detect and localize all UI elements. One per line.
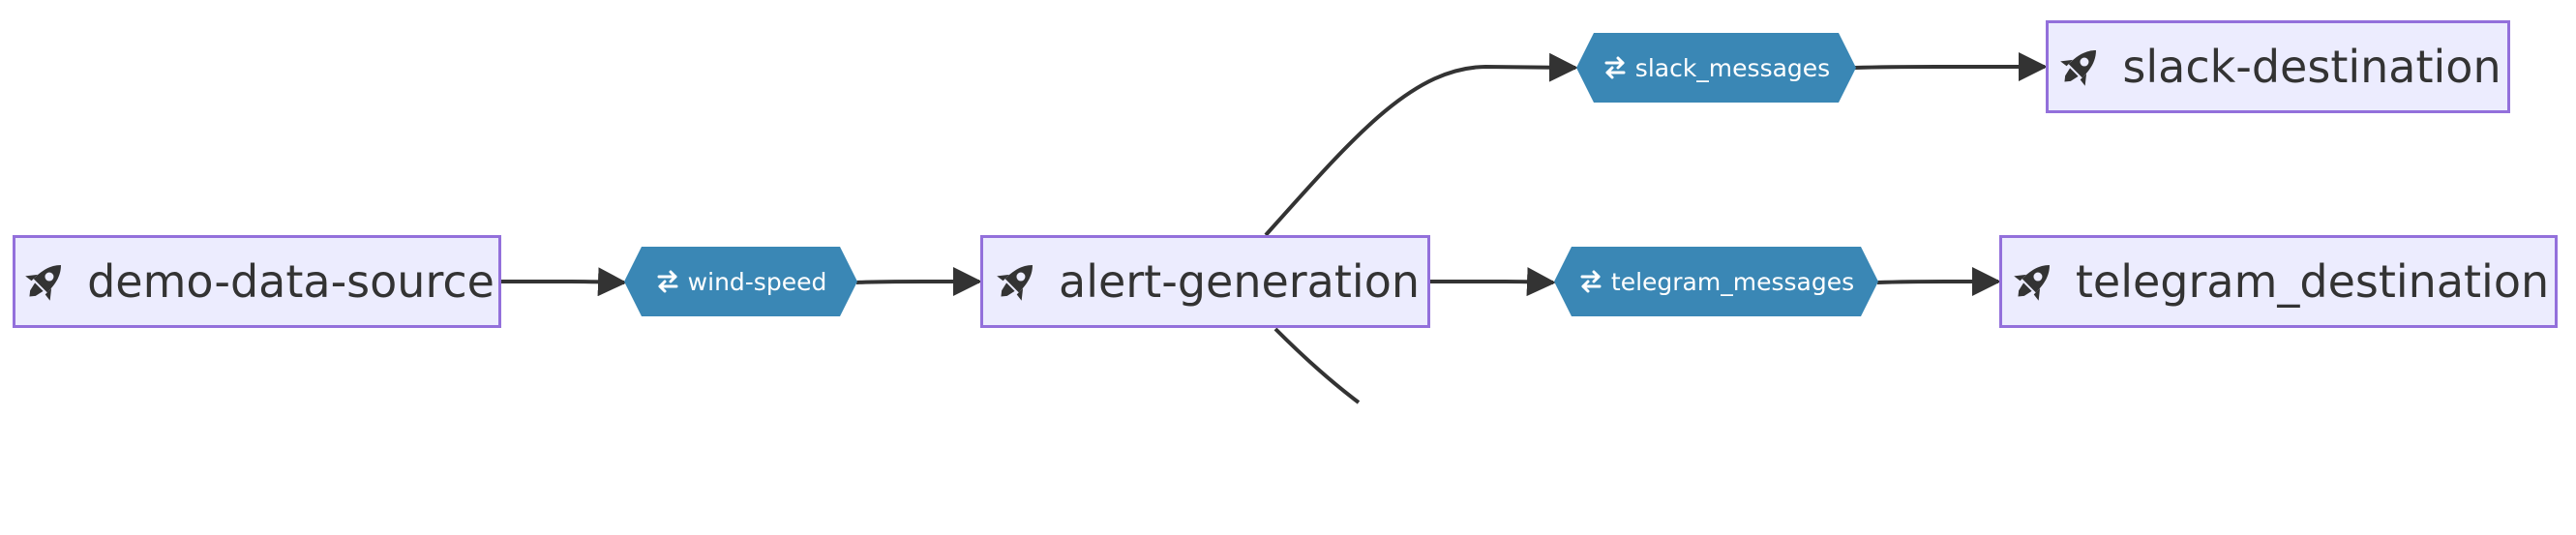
- topic-telegram-messages[interactable]: telegram_messages: [1554, 247, 1878, 316]
- rocket-icon: [25, 265, 62, 301]
- exchange-icon: [657, 270, 678, 293]
- topic-label: slack_messages: [1634, 53, 1831, 82]
- rocket-icon: [2060, 50, 2097, 86]
- topic-label: telegram_messages: [1610, 267, 1855, 296]
- topic-label: wind-speed: [687, 267, 827, 296]
- node-demo-data-source[interactable]: demo-data-source: [13, 235, 501, 328]
- rocket-icon: [2014, 265, 2050, 301]
- topic-slack-messages[interactable]: slack_messages: [1576, 33, 1856, 103]
- node-label: demo-data-source: [87, 255, 494, 308]
- edge-alert-generation-to-slack-messages: [1264, 52, 1578, 237]
- rocket-icon: [997, 265, 1033, 301]
- hexagon-shape: [624, 247, 857, 316]
- node-label: slack-destination: [2122, 41, 2501, 93]
- node-label: telegram_destination: [2075, 255, 2550, 308]
- node-alert-generation[interactable]: alert-generation: [980, 235, 1430, 328]
- topic-wind-speed[interactable]: wind-speed: [624, 247, 857, 316]
- edge-slack-messages-to-slack-destination: [1854, 52, 2048, 81]
- edge-alert-generation-to-offscreen: [1273, 327, 1361, 404]
- exchange-icon: [1604, 56, 1626, 79]
- node-telegram-destination[interactable]: telegram_destination: [1999, 235, 2558, 328]
- hexagon-shape: [1576, 33, 1856, 103]
- node-slack-destination[interactable]: slack-destination: [2046, 20, 2510, 113]
- node-label: alert-generation: [1059, 255, 1420, 308]
- hexagon-shape: [1554, 247, 1878, 316]
- exchange-icon: [1580, 270, 1602, 293]
